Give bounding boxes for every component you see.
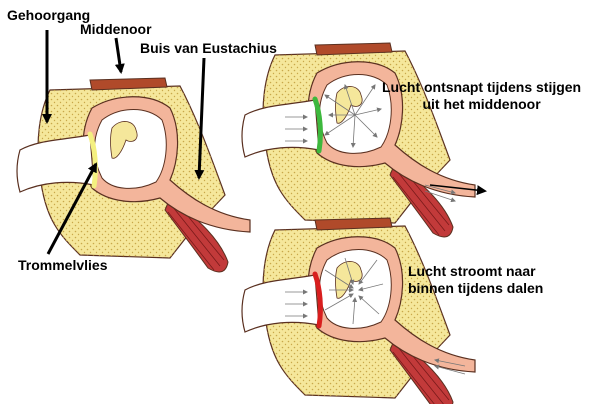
caption-descent: Lucht stroomt naar binnen tijdens dalen <box>408 263 543 297</box>
caption-ascent-line1: Lucht ontsnapt tijdens stijgen <box>382 79 582 95</box>
label-ear-canal: Gehoorgang <box>7 7 91 23</box>
caption-descent-line2: binnen tijdens dalen <box>408 280 544 296</box>
ear-diagram-neutral <box>17 78 250 272</box>
label-eustachian-tube: Buis van Eustachius <box>140 40 277 56</box>
air-flow-arrows-ascent <box>285 84 456 203</box>
label-eardrum: Trommelvlies <box>18 257 108 273</box>
ear-diagram-descent <box>242 218 475 404</box>
air-flow-arrows-descent <box>285 257 466 375</box>
eardrum-ascent <box>312 96 323 154</box>
caption-ascent: Lucht ontsnapt tijdens stijgen uit het m… <box>382 79 581 113</box>
eardrum-neutral <box>87 131 98 189</box>
eardrum-descent <box>312 271 323 329</box>
caption-descent-line1: Lucht stroomt naar <box>408 263 536 279</box>
air-escape-arrow <box>429 184 487 196</box>
label-middle-ear: Middenoor <box>80 21 152 37</box>
caption-ascent-line2: uit het middenoor <box>422 96 541 112</box>
pointer-arrows <box>42 30 206 255</box>
eustachian-tube-pointer <box>194 57 206 180</box>
ear-diagram-ascent <box>242 43 487 237</box>
eardrum-pointer <box>46 162 98 255</box>
middle-ear-pointer <box>114 37 125 74</box>
